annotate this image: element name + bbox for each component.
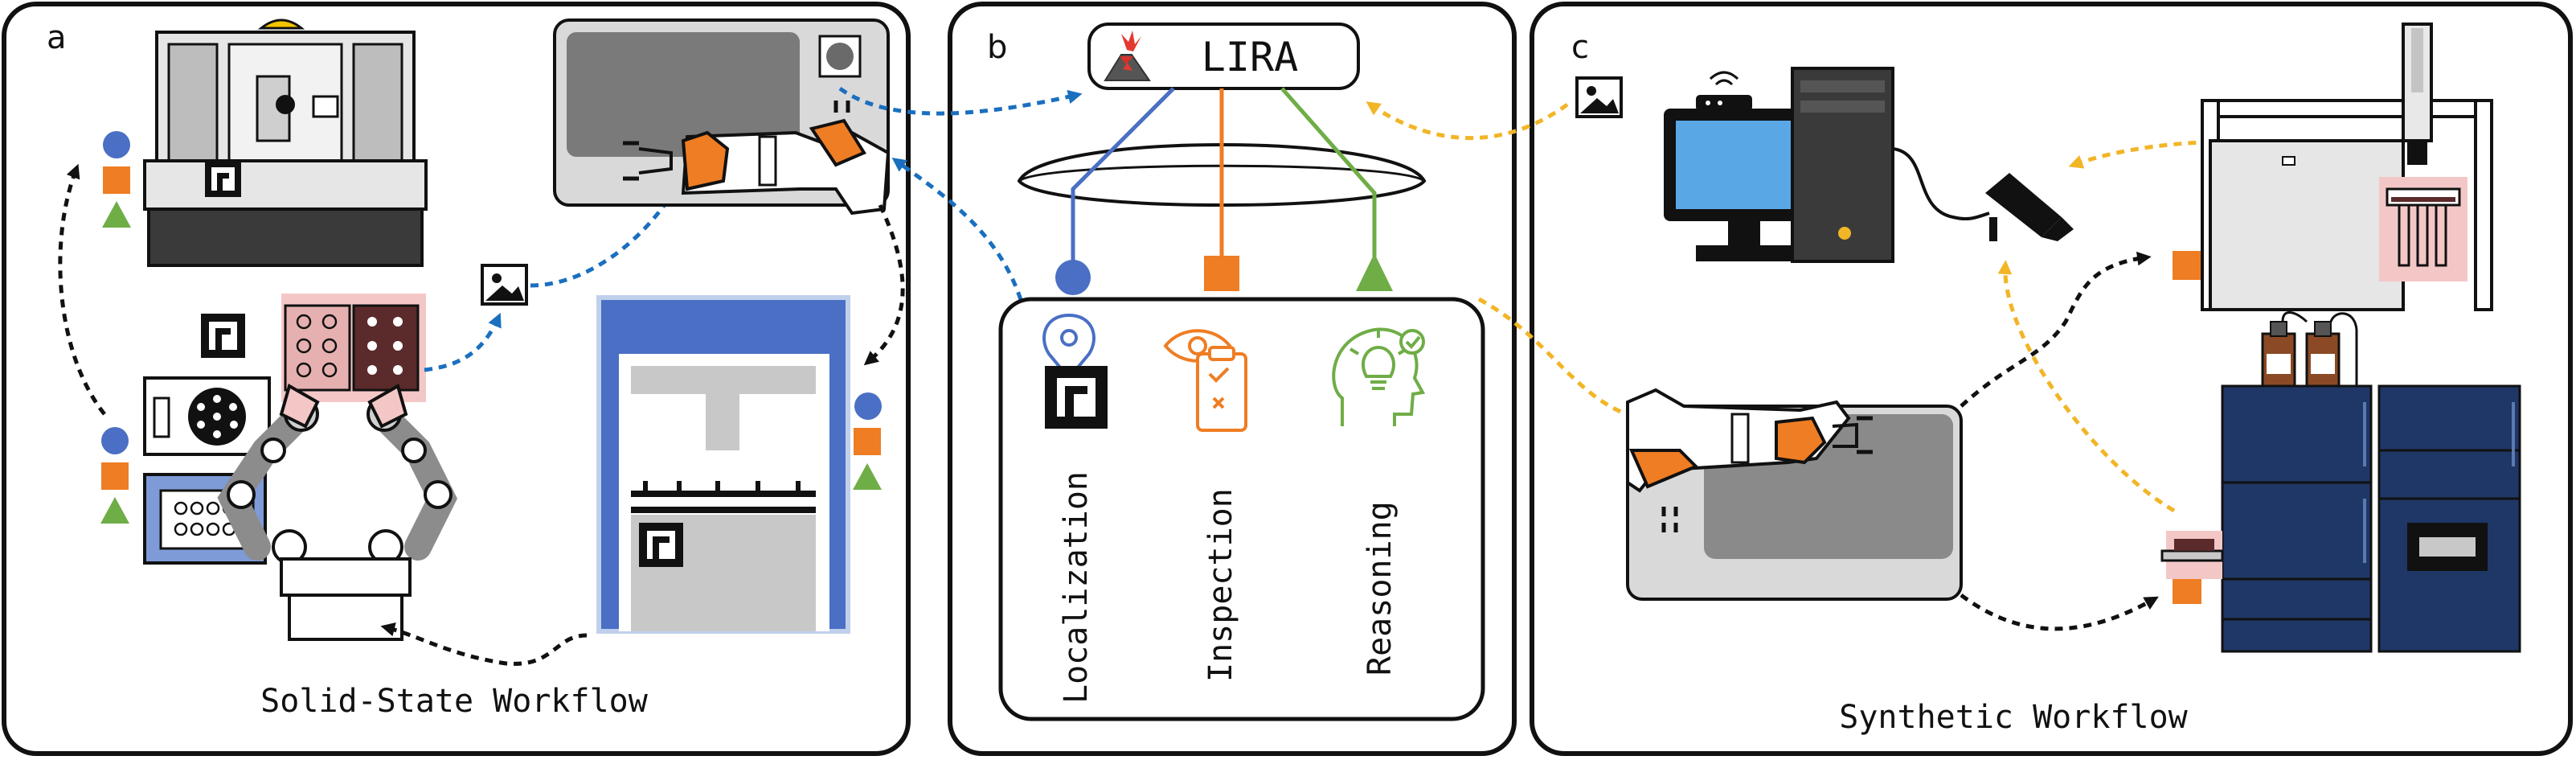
well-plates <box>281 294 426 402</box>
image-icon <box>481 264 528 306</box>
aruco-marker-icon <box>205 161 241 197</box>
arrow-image-to-lira <box>1366 101 1569 141</box>
module-inspection: Inspection <box>1202 488 1239 682</box>
liquid-handler <box>2201 23 2493 311</box>
arrow-robot-to-analyzer <box>1960 251 2152 408</box>
mobile-robot <box>1626 388 1963 601</box>
orange-square-marker <box>2173 251 2201 280</box>
cnc-machine <box>143 18 428 267</box>
robot-base <box>288 594 403 641</box>
orange-square-marker <box>1204 256 1239 291</box>
head-lightbulb-icon <box>1332 327 1426 426</box>
line-lira-localization <box>1071 87 1175 273</box>
camera-icon <box>1985 173 2074 241</box>
panel-b-letter: b <box>987 29 1007 66</box>
blue-circle-marker <box>854 392 882 420</box>
arrow-localization-to-robot <box>891 158 1027 314</box>
arrow-press-to-robot <box>380 622 588 666</box>
lira-title-box: LIRA <box>1087 23 1360 90</box>
hydraulic-press <box>596 295 850 634</box>
lira-modules-box <box>998 297 1485 721</box>
hplc-system <box>2160 311 2521 653</box>
aruco-marker-icon <box>201 314 245 358</box>
panel-c-caption: Synthetic Workflow <box>1839 699 2188 736</box>
robot-base <box>280 557 412 597</box>
green-triangle-marker <box>102 201 131 228</box>
image-icon <box>1575 76 1623 118</box>
panel-c-frame <box>1530 2 2573 756</box>
orange-square-marker <box>101 462 129 490</box>
orange-square-marker <box>2173 575 2201 604</box>
cable <box>1892 147 1990 221</box>
aruco-marker-icon <box>1045 366 1108 429</box>
arrow-markers-to-cnc <box>58 163 106 416</box>
orange-square-marker <box>854 428 881 455</box>
arrow-modules-to-mobile-robot <box>1477 297 1645 423</box>
panel-c-letter: c <box>1571 29 1589 66</box>
volcano-icon <box>1104 31 1151 81</box>
green-triangle-marker <box>1356 253 1393 291</box>
arrow-hplc-to-camera <box>1997 260 2176 513</box>
line-lira-reasoning <box>1280 87 1377 257</box>
arrow-robot-to-press <box>863 203 905 366</box>
aruco-marker-icon <box>639 523 683 567</box>
panel-a-letter: a <box>47 19 67 56</box>
panel-a-caption: Solid-State Workflow <box>260 683 649 720</box>
router-icon <box>1696 71 1752 111</box>
module-reasoning: Reasoning <box>1362 501 1399 676</box>
mobile-robot <box>553 18 891 216</box>
blue-circle-marker <box>103 131 130 158</box>
panel-a-frame <box>2 2 911 756</box>
orange-square-marker <box>103 166 130 194</box>
arrow-robot-to-lira <box>838 86 1083 116</box>
eye-clipboard-icon <box>1163 329 1247 432</box>
lira-title: LIRA <box>1202 34 1298 80</box>
blue-circle-marker <box>1055 260 1091 295</box>
arrow-robot-to-hplc <box>1960 593 2159 631</box>
computer <box>1664 67 1894 263</box>
green-triangle-marker <box>853 463 882 490</box>
green-triangle-marker <box>100 497 129 524</box>
arrow-image-to-mobile-robot <box>530 184 678 288</box>
dial-instrument <box>143 376 271 456</box>
blue-circle-marker <box>101 427 129 454</box>
module-localization: Localization <box>1058 471 1095 704</box>
panel-b-frame <box>948 2 1517 756</box>
arrow-plates-to-image <box>424 312 502 372</box>
